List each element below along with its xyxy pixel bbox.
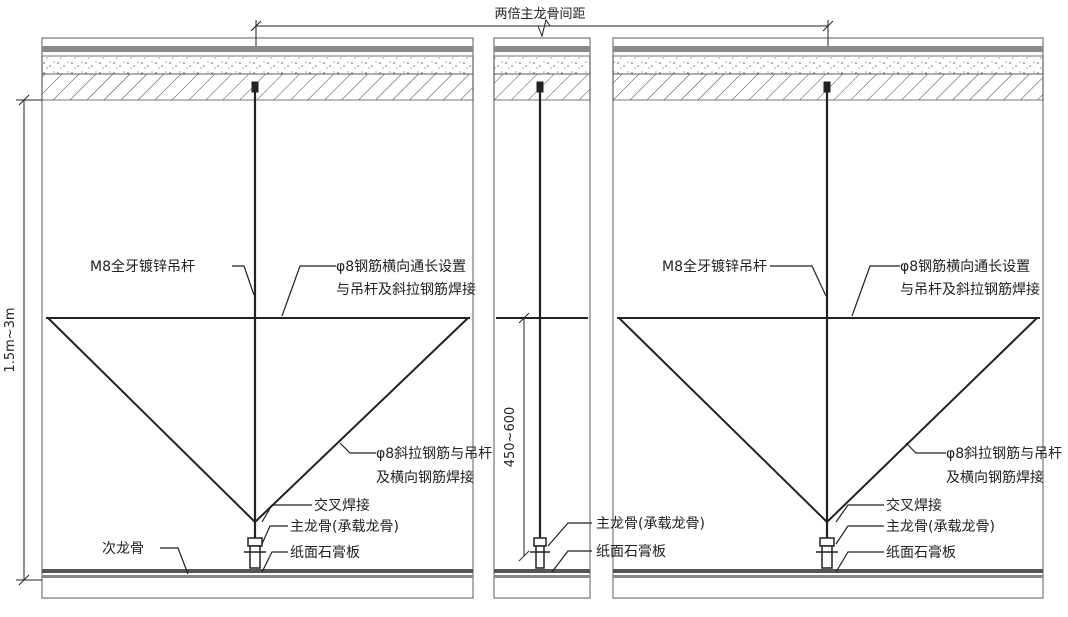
height-range-label: 1.5m~3m	[3, 307, 18, 372]
brace-spacing-label: 450~600	[503, 407, 518, 468]
right-main-keel-label: 主龙骨(承载龙骨)	[886, 519, 995, 535]
right-cross-weld-label: 交叉焊接	[886, 497, 942, 514]
left-horizontal-bar-label-2: 与吊杆及斜拉钢筋焊接	[336, 281, 476, 298]
left-hanger-rod-label: M8全牙镀锌吊杆	[90, 258, 195, 275]
middle-gypsum-board-label: 纸面石膏板	[596, 543, 666, 560]
middle-main-keel-label: 主龙骨(承载龙骨)	[596, 516, 705, 532]
left-horizontal-bar-label-1: φ8钢筋横向通长设置	[336, 258, 466, 275]
leader-lines	[160, 265, 946, 575]
top-dimension	[250, 18, 834, 46]
height-dimension	[16, 94, 42, 586]
left-diagonal-bar-label-2: 及横向钢筋焊接	[376, 469, 474, 486]
left-main-keel-label: 主龙骨(承载龙骨)	[290, 519, 399, 535]
left-cross-weld-label: 交叉焊接	[314, 497, 370, 514]
right-hanger-rod-label: M8全牙镀锌吊杆	[662, 258, 767, 275]
secondary-keel-label: 次龙骨	[102, 541, 144, 557]
right-diagonal-bar-label-2: 及横向钢筋焊接	[946, 469, 1044, 486]
left-gypsum-board-label: 纸面石膏板	[290, 544, 360, 561]
right-horizontal-bar-label-2: 与吊杆及斜拉钢筋焊接	[900, 281, 1040, 298]
gypsum-boards	[42, 569, 1043, 578]
left-diagonal-bar-label-1: φ8斜拉钢筋与吊杆	[376, 445, 492, 462]
middle-suspension	[496, 81, 588, 569]
right-gypsum-board-label: 纸面石膏板	[886, 544, 956, 561]
right-horizontal-bar-label-1: φ8钢筋横向通长设置	[900, 258, 1030, 275]
left-suspension	[46, 81, 470, 569]
right-diagonal-bar-label-1: φ8斜拉钢筋与吊杆	[946, 445, 1062, 462]
middle-panel-frame	[493, 37, 591, 599]
top-span-label: 两倍主龙骨间距	[494, 7, 585, 22]
right-suspension	[617, 81, 1040, 569]
left-panel-frame	[41, 37, 474, 599]
